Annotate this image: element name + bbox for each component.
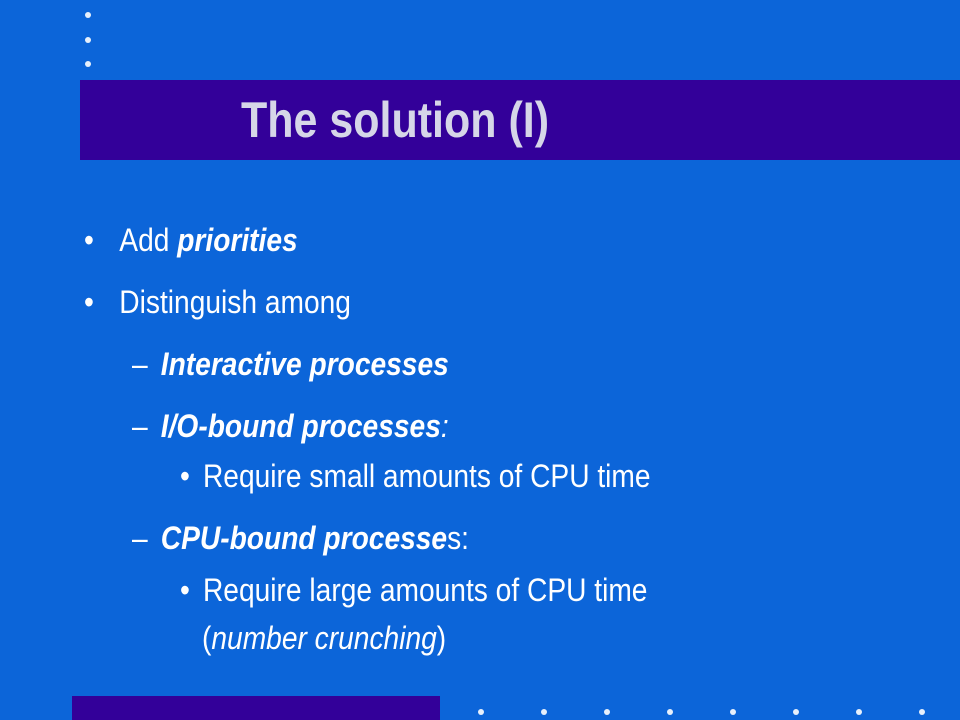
decor-dot (85, 12, 91, 18)
decor-dot (856, 709, 862, 715)
item-emphasis: CPU-bound processe (160, 520, 448, 556)
item-suffix: : (440, 408, 449, 444)
item-emphasis: priorities (177, 222, 298, 258)
paren-open: ( (202, 620, 212, 656)
bullet-marker: • (84, 284, 94, 320)
sub-sub-item: • Require large amounts of CPU time (180, 572, 647, 609)
sub-item: – Interactive processes (132, 346, 449, 383)
decor-dot (730, 709, 736, 715)
dash-marker: – (132, 346, 148, 382)
item-text: Require large amounts of CPU time (202, 572, 648, 608)
item-text: Add (119, 222, 178, 258)
sub-item: – CPU-bound processes: (132, 520, 469, 557)
footer-bar (72, 696, 440, 720)
item-suffix: s: (447, 520, 469, 556)
decor-dot (667, 709, 673, 715)
decor-dot (793, 709, 799, 715)
dash-marker: – (132, 520, 148, 556)
decor-dot (604, 709, 610, 715)
continuation-line: (number crunching) (202, 620, 446, 657)
bullet-item: • Distinguish among (84, 284, 351, 321)
decor-dot (919, 709, 925, 715)
decor-dot (85, 61, 91, 67)
bullet-item: • Add priorities (84, 222, 298, 259)
item-italic: number crunching (211, 620, 437, 656)
item-emphasis: Interactive processes (160, 346, 449, 382)
dash-marker: – (132, 408, 148, 444)
sub-item: – I/O-bound processes: (132, 408, 449, 445)
bullet-marker: • (180, 572, 190, 608)
title-bar (80, 80, 960, 160)
bullet-marker: • (180, 458, 190, 494)
decor-dot (85, 37, 91, 43)
bullet-marker: • (84, 222, 94, 258)
paren-close: ) (436, 620, 447, 656)
item-emphasis: I/O-bound processes (160, 408, 441, 444)
decor-dot (541, 709, 547, 715)
item-text: Require small amounts of CPU time (202, 458, 651, 494)
slide-title: The solution (I) (240, 92, 550, 148)
sub-sub-item: • Require small amounts of CPU time (180, 458, 651, 495)
item-text: Distinguish among (119, 284, 351, 320)
decor-dot (478, 709, 484, 715)
